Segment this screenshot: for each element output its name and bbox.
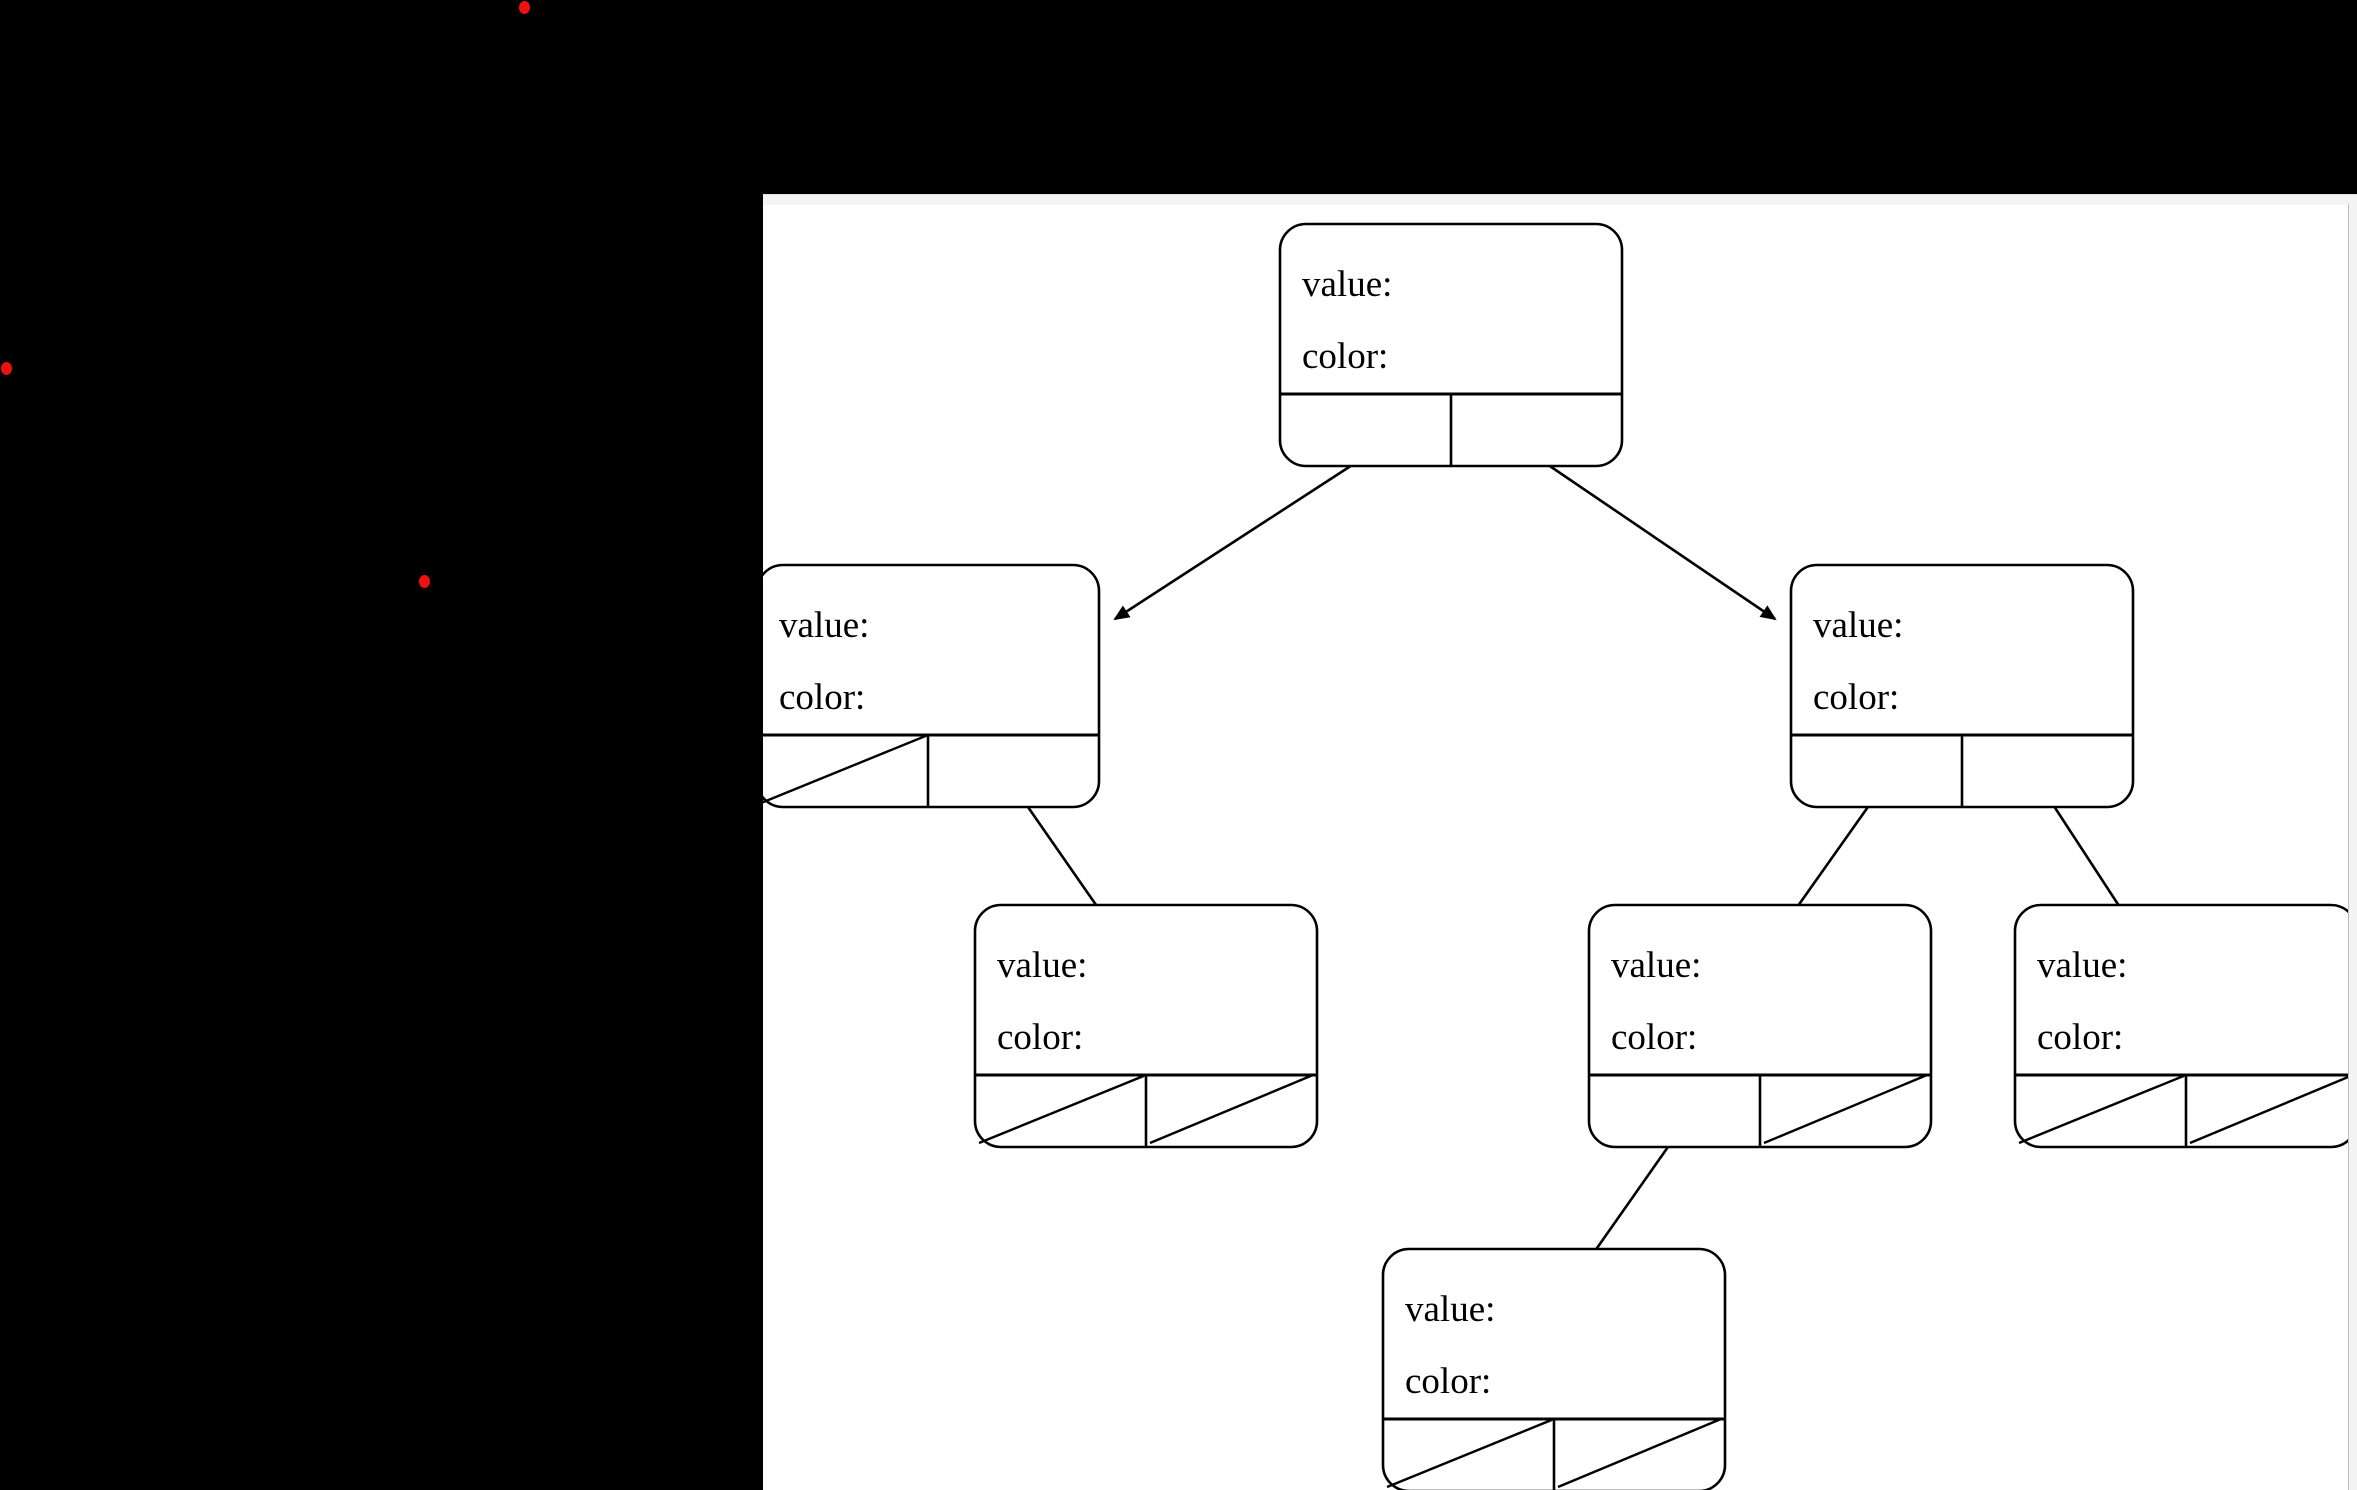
node-color-label: color:	[1405, 1361, 1491, 1402]
marker-dot-middle	[419, 575, 430, 588]
node-layer: value:color:value:color:value:color:valu…	[763, 222, 2348, 1490]
node-left-null-slash-icon	[978, 1073, 1147, 1145]
document-canvas-frame: value:color:value:color:value:color:valu…	[763, 194, 2357, 1490]
node-body[interactable]	[1381, 1247, 1727, 1490]
tree-node-right-outer-grandchild[interactable]: value: color:	[2013, 903, 2348, 1149]
node-color-label: color:	[1302, 336, 1388, 377]
node-right-null-slash-icon	[1763, 1073, 1928, 1145]
marker-dot-top	[519, 1, 530, 14]
node-color-label: color:	[779, 677, 865, 718]
node-right-null-slash-icon	[2189, 1075, 2348, 1145]
node-value-label: value:	[1405, 1289, 1495, 1330]
tree-node-left-grandchild[interactable]: value: color:	[973, 903, 1319, 1149]
node-value-label: value:	[1302, 264, 1392, 305]
node-left-null-slash-icon	[2018, 1073, 2187, 1145]
tree-node-great-grandchild[interactable]: value: color:	[1381, 1247, 1727, 1490]
node-value-label: value:	[1813, 605, 1903, 646]
node-value-label: value:	[1611, 945, 1701, 986]
node-color-label: color:	[1813, 677, 1899, 718]
node-value-label: value:	[2037, 945, 2127, 986]
node-left-null-slash-icon	[1386, 1417, 1555, 1489]
node-value-label: value:	[779, 605, 869, 646]
binary-tree-diagram[interactable]: value:color:value:color:value:color:valu…	[763, 205, 2348, 1490]
tree-node-right-inner-grandchild[interactable]: value: color:	[1587, 903, 1933, 1149]
tree-node-right-child[interactable]: value: color:	[1789, 563, 2135, 809]
node-right-null-slash-icon	[1557, 1417, 1722, 1489]
document-canvas-page[interactable]: value:color:value:color:value:color:valu…	[763, 205, 2349, 1490]
node-color-label: color:	[2037, 1017, 2123, 1058]
node-color-label: color:	[1611, 1017, 1697, 1058]
marker-dot-left	[1, 362, 12, 375]
window-right-border	[2348, 204, 2349, 1490]
edge-root-to-right-child	[1537, 456, 1777, 621]
node-left-null-slash-icon	[763, 733, 929, 804]
tree-node-root[interactable]: value: color:	[1278, 222, 1624, 468]
edge-root-to-left-child	[1113, 456, 1364, 621]
tree-node-left-child[interactable]: value: color:	[763, 563, 1101, 809]
node-right-null-slash-icon	[1149, 1073, 1314, 1145]
node-value-label: value:	[997, 945, 1087, 986]
node-color-label: color:	[997, 1017, 1083, 1058]
edge-layer	[1019, 456, 2157, 1307]
